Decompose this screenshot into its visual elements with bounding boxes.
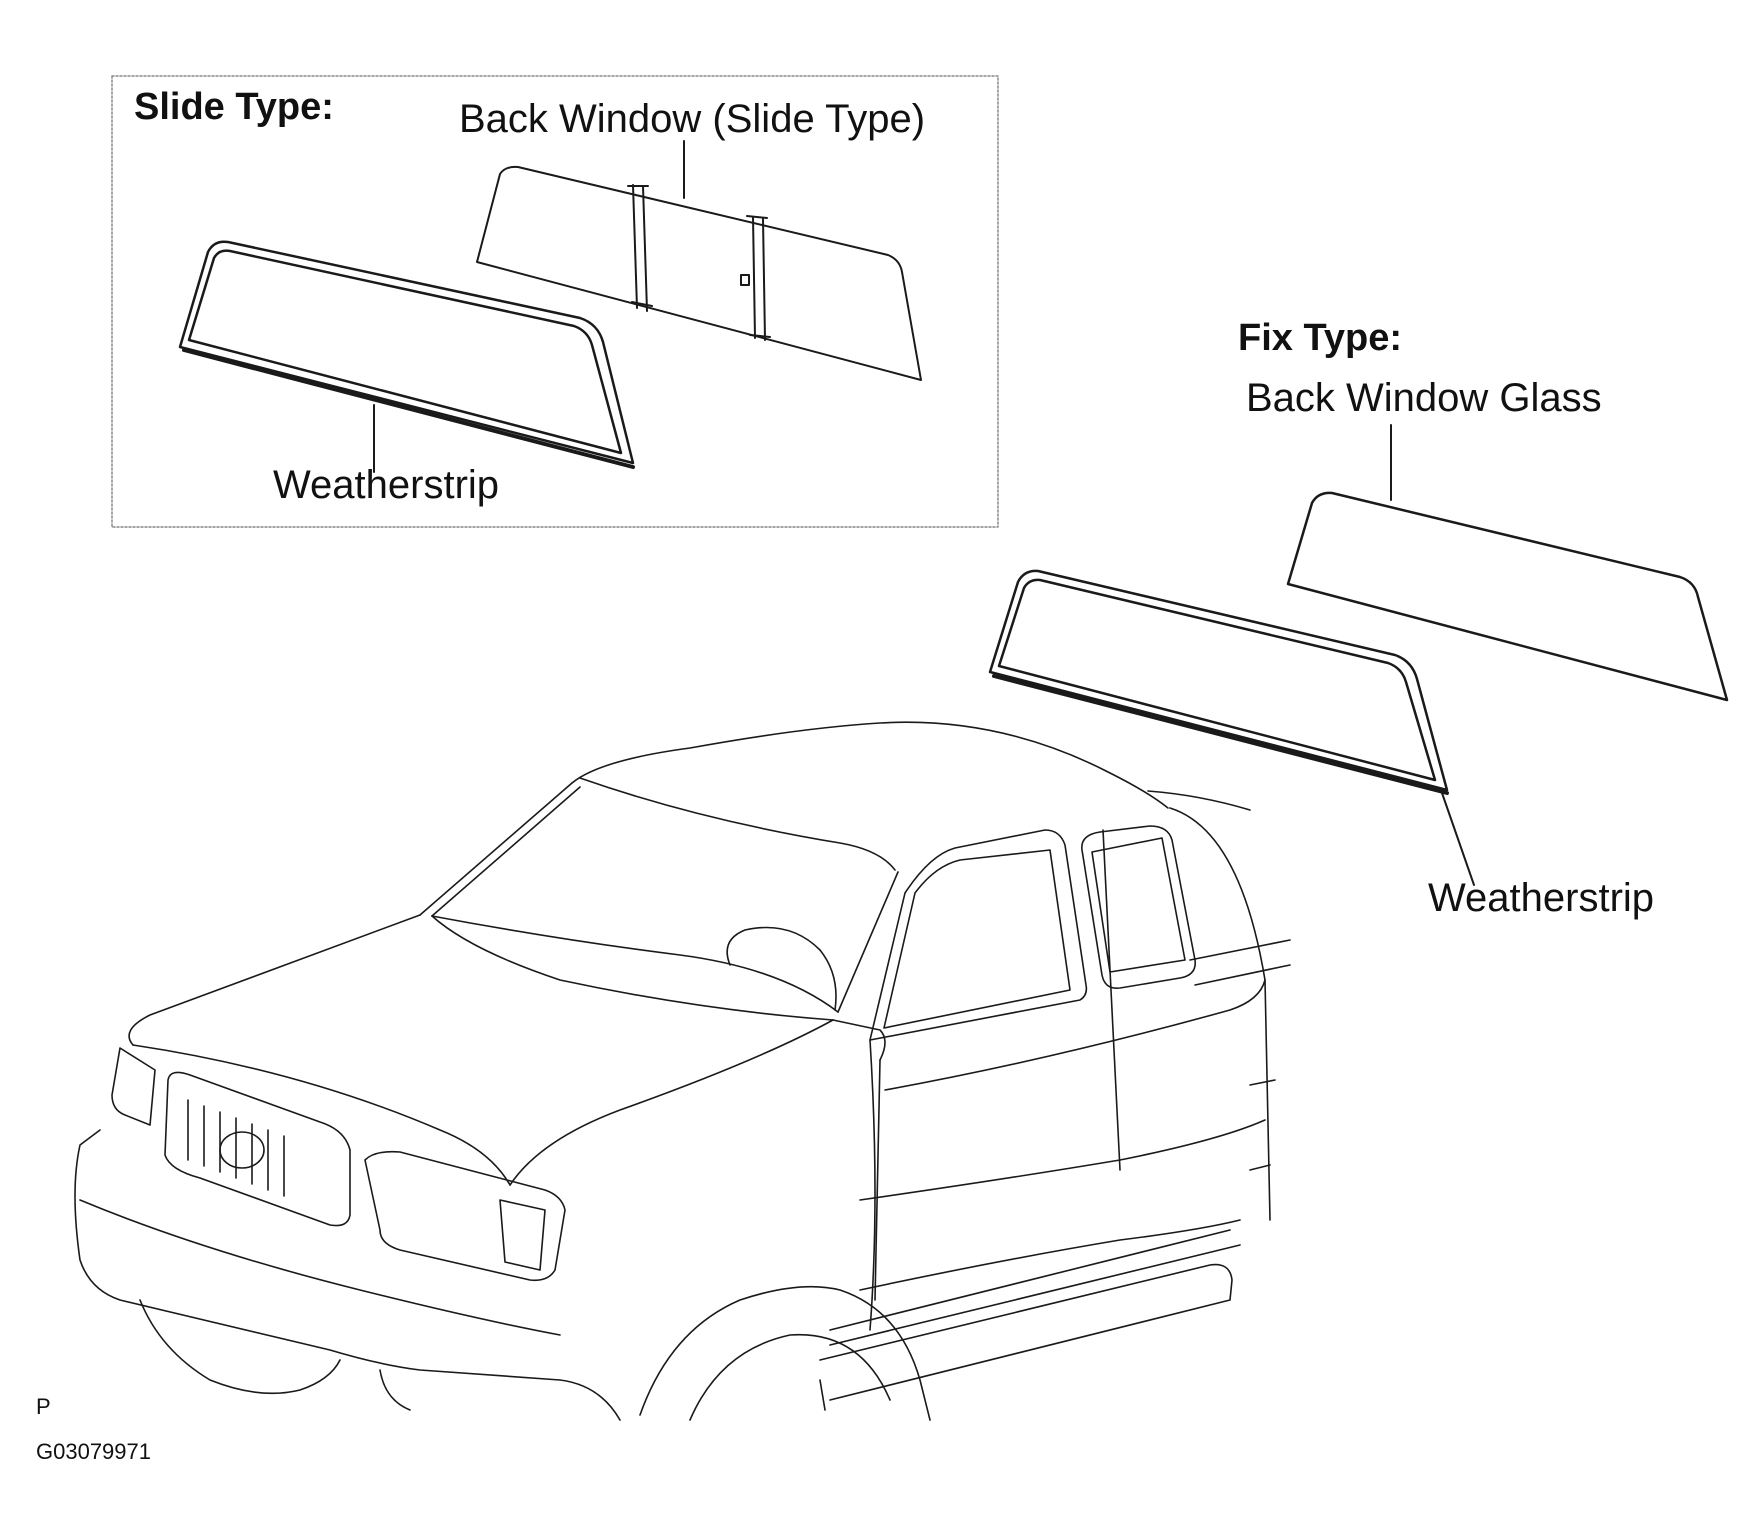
slide-back-window-label: Back Window (Slide Type): [459, 97, 926, 141]
figure-code: G03079971: [36, 1439, 151, 1464]
fix-weatherstrip-leader: [1441, 792, 1475, 886]
slide-type-heading: Slide Type:: [134, 86, 334, 128]
fix-weatherstrip-label: Weatherstrip: [1428, 876, 1655, 920]
slide-weatherstrip-shape: [178, 240, 635, 469]
slide-weatherstrip-label: Weatherstrip: [273, 463, 500, 507]
footer-mark: P: [36, 1394, 51, 1419]
fix-weatherstrip-shape: [988, 569, 1449, 795]
slide-type-box: [111, 75, 999, 528]
fix-type-heading: Fix Type:: [1238, 317, 1402, 359]
fix-back-window-glass-label: Back Window Glass: [1246, 376, 1602, 420]
truck-outline: [74, 721, 1291, 1421]
fix-back-window-glass-shape: [1286, 491, 1729, 702]
slide-back-window-shape: [476, 165, 922, 381]
